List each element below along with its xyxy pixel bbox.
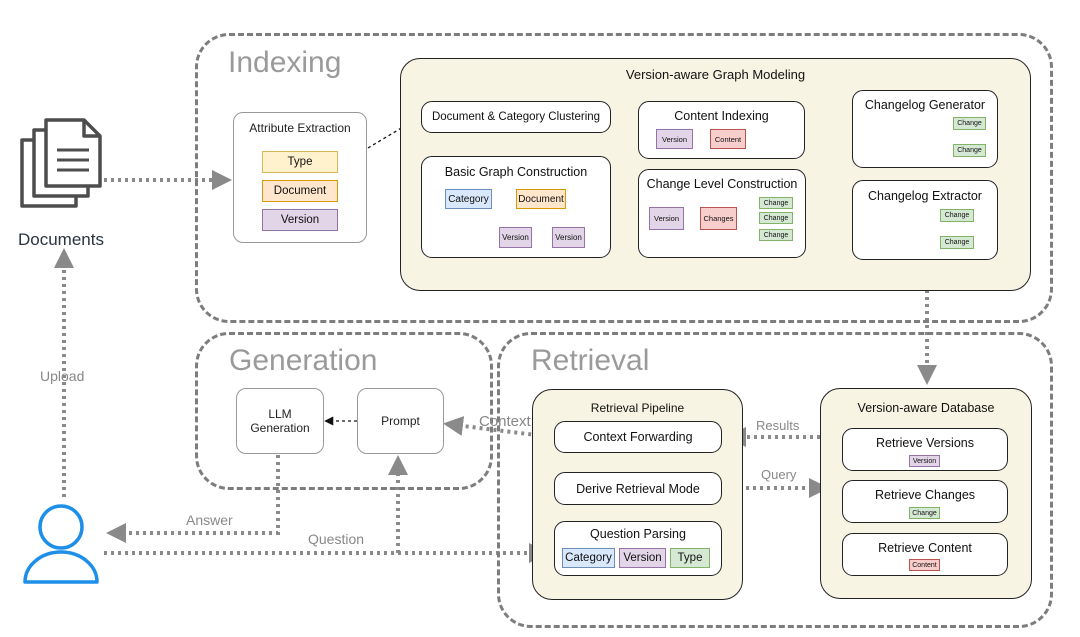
llm-generation-label: LLM Generation	[250, 407, 310, 435]
change-level-change-1: Change	[759, 197, 793, 209]
retrieve-versions-tag: Version	[909, 455, 940, 467]
upload-label: Upload	[40, 368, 85, 384]
parsing-type-tag: Type	[670, 548, 710, 568]
retrieval-region-title: Retrieval	[531, 344, 650, 377]
retrieve-content-title: Retrieve Content	[878, 541, 972, 555]
retrieval-pipeline-title: Retrieval Pipeline	[590, 401, 685, 415]
context-label: Context	[479, 413, 531, 430]
content-indexing-version-node: Version	[656, 129, 693, 149]
parsing-category-tag: Category	[562, 548, 615, 568]
prompt-label: Prompt	[381, 414, 420, 428]
type-tag: Type	[262, 151, 338, 173]
llm-generation-box: LLM Generation	[236, 388, 324, 454]
generation-region	[195, 332, 493, 490]
content-indexing-title: Content Indexing	[674, 109, 769, 123]
generator-change-2: Change	[953, 144, 986, 157]
prompt-box: Prompt	[357, 388, 444, 454]
content-node: Content	[710, 129, 746, 149]
changelog-extractor-title: Changelog Extractor	[868, 189, 982, 203]
generation-region-title: Generation	[229, 344, 378, 377]
retrieval-region	[497, 332, 1053, 628]
change-level-version-node: Version	[649, 207, 684, 230]
context-forwarding-box: Context Forwarding	[554, 421, 722, 453]
extractor-change-2: Change	[940, 236, 974, 249]
retrieve-changes-title: Retrieve Changes	[874, 488, 976, 502]
version-node-b: Version	[552, 227, 585, 248]
retrieve-versions-title: Retrieve Versions	[876, 436, 974, 450]
document-node: Document	[516, 189, 566, 209]
parsing-version-tag: Version	[619, 548, 666, 568]
changes-node: Changes	[700, 207, 737, 230]
changelog-generator-title: Changelog Generator	[864, 98, 986, 112]
changelog-extractor-box: Changelog Extractor	[852, 180, 998, 260]
question-parsing-title: Question Parsing	[590, 527, 686, 541]
indexing-region	[195, 33, 1053, 323]
change-level-title: Change Level Construction	[646, 177, 798, 191]
query-label: Query	[761, 467, 797, 482]
indexing-region-title: Indexing	[228, 46, 342, 79]
document-tag: Document	[262, 180, 338, 202]
documents-stack-icon	[20, 118, 102, 208]
results-label: Results	[756, 418, 800, 433]
database-title: Version-aware Database	[857, 401, 995, 415]
user-icon	[23, 504, 99, 584]
category-node: Category	[445, 189, 492, 209]
question-label: Question	[308, 531, 365, 547]
attribute-extraction-box: Attribute Extraction	[233, 112, 367, 243]
clustering-box: Document & Category Clustering	[421, 101, 611, 133]
basic-graph-title: Basic Graph Construction	[444, 165, 588, 179]
change-level-change-3: Change	[759, 229, 793, 241]
clustering-label: Document & Category Clustering	[431, 111, 601, 123]
answer-arrow	[106, 455, 280, 543]
answer-label: Answer	[186, 512, 233, 528]
version-node-a: Version	[499, 227, 532, 248]
change-level-change-2: Change	[759, 212, 793, 224]
derive-mode-box: Derive Retrieval Mode	[554, 472, 722, 505]
graph-modeling-title: Version-aware Graph Modeling	[625, 67, 806, 82]
retrieve-changes-tag: Change	[909, 507, 940, 519]
context-forwarding-label: Context Forwarding	[583, 430, 693, 444]
documents-label: Documents	[18, 230, 104, 249]
extractor-change-1: Change	[940, 209, 974, 222]
generator-change-1: Change	[953, 117, 986, 130]
retrieve-content-tag: Content	[909, 559, 940, 571]
attribute-extraction-title: Attribute Extraction	[249, 121, 351, 135]
derive-mode-label: Derive Retrieval Mode	[576, 481, 700, 496]
version-tag: Version	[262, 209, 338, 231]
